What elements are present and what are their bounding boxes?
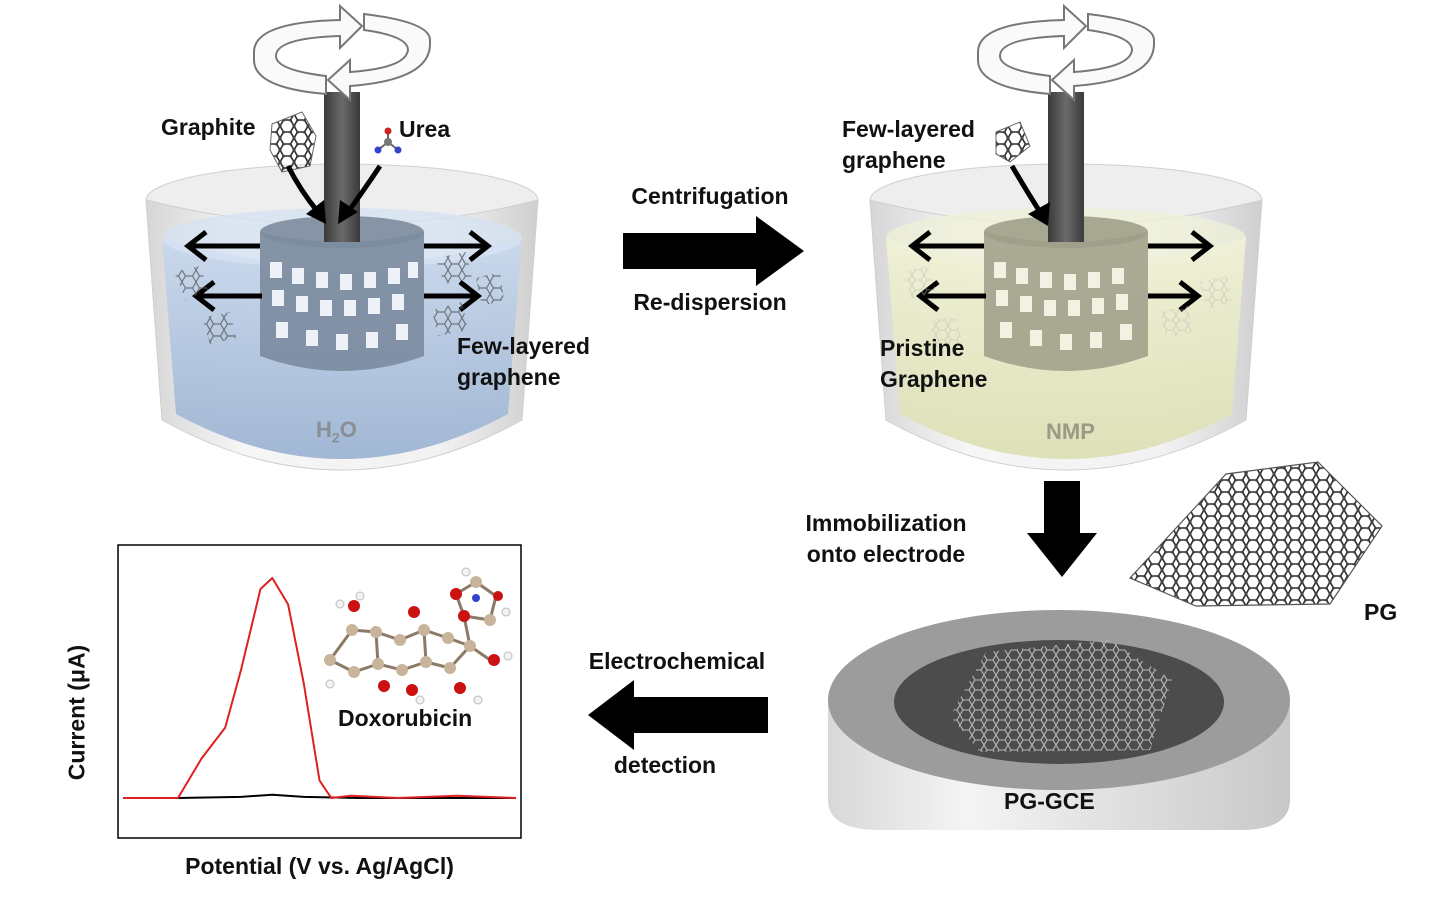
detection-label: detection [613, 752, 717, 778]
water-solvent-label: H2O [316, 414, 357, 453]
nmp-solvent-label: NMP [1046, 419, 1095, 444]
nmp-stirrer-shaft [1048, 92, 1084, 242]
nmp-graphene-flakes [902, 266, 1232, 348]
water-flow-arrows [183, 164, 493, 312]
plot-y-axis-label: Current (μA) [63, 644, 90, 781]
plot-x-axis-label: Potential (V vs. Ag/AgCl) [185, 853, 454, 879]
water-rotation-arrow [253, 3, 431, 103]
nmp-input-label: Few-layered graphene [842, 114, 975, 176]
water-graphene-flakes [174, 252, 504, 344]
nmp-product-label: Pristine Graphene [880, 333, 987, 395]
nmp-flow-arrows [907, 164, 1215, 312]
graphite-label: Graphite [161, 114, 256, 140]
nmp-input-line1: Few-layered [842, 116, 975, 142]
urea-label: Urea [399, 116, 451, 142]
immobilization-line1: Immobilization [805, 510, 967, 536]
electrode [828, 610, 1290, 830]
water-solvent-tail: O [339, 417, 357, 442]
water-product-label: Few-layered graphene [457, 331, 590, 393]
pristine-graphene-sheet [1128, 461, 1383, 607]
pg-label: PG [1364, 599, 1398, 625]
doxorubicin-molecule [324, 567, 513, 705]
immobilization-line2: onto electrode [806, 541, 966, 567]
graphite-flake [269, 111, 317, 173]
few-layer-graphene-flake [995, 121, 1031, 163]
doxorubicin-label: Doxorubicin [338, 705, 473, 731]
water-rotor [260, 216, 424, 371]
water-product-line2: graphene [457, 364, 561, 390]
signal-curve [123, 577, 517, 799]
left-process-arrow [588, 680, 768, 750]
re-dispersion-label: Re-dispersion [633, 289, 787, 315]
centrifugation-label: Centrifugation [631, 183, 789, 209]
urea-molecule [374, 127, 402, 154]
water-product-line1: Few-layered [457, 333, 590, 359]
down-process-arrow [1027, 481, 1097, 577]
nmp-rotor [984, 216, 1148, 371]
nmp-product-line1: Pristine [880, 335, 965, 361]
immobilization-label: Immobilization onto electrode [770, 508, 1002, 570]
pg-gce-label: PG-GCE [1004, 788, 1095, 814]
right-process-arrow [623, 216, 804, 286]
nmp-rotation-arrow [977, 3, 1155, 103]
nmp-input-line2: graphene [842, 147, 946, 173]
water-solvent-main: H [316, 417, 332, 442]
water-solvent-subscript: 2 [331, 429, 340, 446]
electrochemical-label: Electrochemical [588, 648, 766, 674]
nmp-product-line2: Graphene [880, 366, 988, 392]
